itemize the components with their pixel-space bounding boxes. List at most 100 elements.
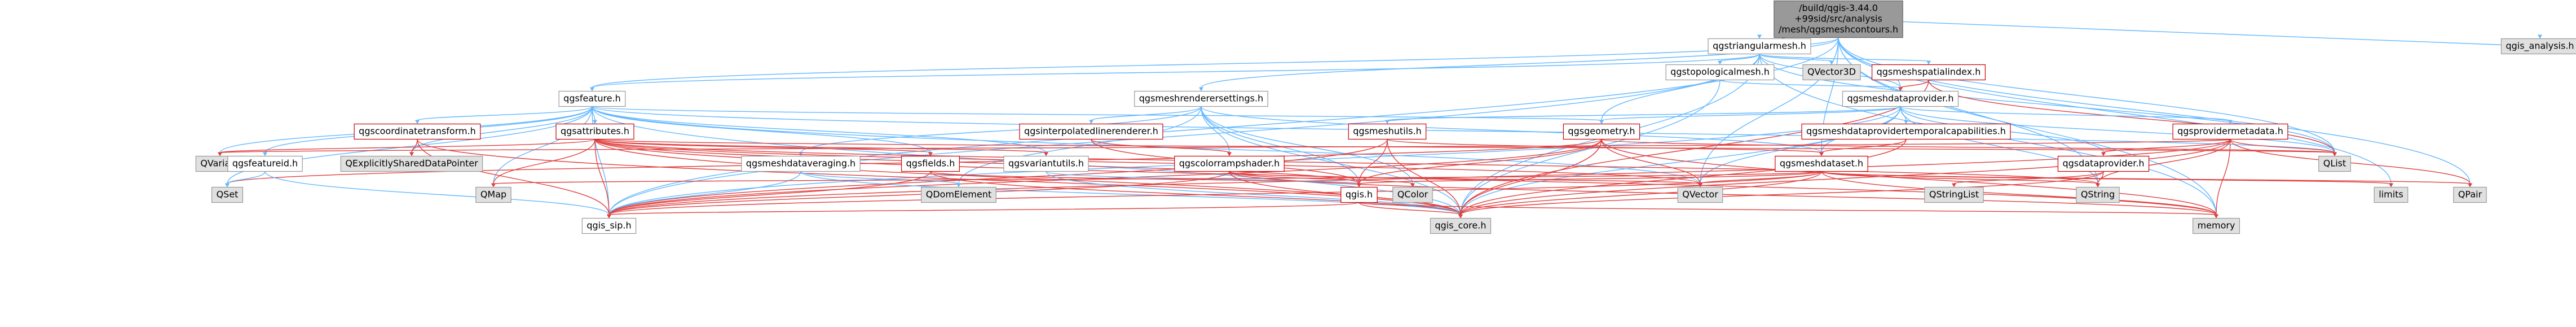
edge-qgsprovidermetadata-to-qgis_core bbox=[1460, 139, 2231, 215]
edge-qgsmeshdataset-to-qgis bbox=[1358, 171, 1822, 185]
edge-qgsmeshdataveraging-to-qgis_sip bbox=[608, 171, 801, 215]
node-qgstriangularmesh[interactable]: qgstriangularmesh.h bbox=[1708, 38, 1811, 55]
node-box bbox=[1801, 123, 2011, 140]
edge-qgsmeshrenderersettings-to-qdomelement bbox=[958, 106, 1202, 184]
edge-arrowhead bbox=[2214, 214, 2218, 219]
edge-arrowhead bbox=[607, 214, 611, 219]
node-qlist: QList bbox=[2318, 155, 2351, 172]
edge-qgsmeshdataprovider-to-qlist bbox=[1900, 106, 2335, 153]
node-box bbox=[1677, 186, 1723, 203]
node-box bbox=[340, 155, 483, 172]
node-label: QSet bbox=[217, 189, 239, 200]
edge-arrowhead bbox=[1227, 152, 1232, 156]
node-qvector3d: QVector3D bbox=[1802, 64, 1861, 81]
edge-qgstriangularmesh-to-qgis_sip bbox=[608, 54, 1760, 215]
edge-qgsattributes-to-qgsfields bbox=[594, 138, 931, 154]
edge-qgsmeshdataset-to-memory bbox=[1821, 171, 2217, 215]
edge-qgsattributes-to-qgis_sip bbox=[594, 139, 610, 215]
edge-qgsmeshdataprovider-to-qgsgeometry bbox=[1601, 106, 1901, 121]
node-box bbox=[1842, 90, 1959, 107]
node-qgsmeshdataset[interactable]: qgsmeshdataset.h bbox=[1775, 155, 1868, 172]
node-qgis_core: qgis_core.h bbox=[1430, 217, 1492, 234]
edge-arrowhead bbox=[1599, 120, 1604, 124]
edge-qgsprovidermetadata-to-qlist bbox=[2230, 138, 2335, 154]
node-label: qgsmeshspatialindex.h bbox=[1877, 67, 1981, 77]
node-qgsgeometry[interactable]: qgsgeometry.h bbox=[1563, 123, 1640, 140]
edge-qgsmeshspatialindex-to-qgsmeshdataprovider bbox=[1900, 80, 1929, 89]
edge-qgsfeature-to-qmap bbox=[493, 106, 593, 184]
edge-qgstriangularmesh-to-qgsmeshspatialindex bbox=[1759, 53, 1929, 62]
edge-arrowhead bbox=[2538, 34, 2542, 39]
edge-arrowhead bbox=[1199, 87, 1203, 91]
node-box bbox=[2057, 155, 2150, 172]
node-box bbox=[1563, 123, 1640, 140]
node-qgsmeshdataprovider[interactable]: qgsmeshdataprovider.h bbox=[1842, 90, 1959, 107]
edge-arrowhead bbox=[2389, 183, 2393, 188]
node-qgsmeshrenderersettings[interactable]: qgsmeshrenderersettings.h bbox=[1134, 90, 1268, 107]
node-qgsmeshdataprovidertemporalcapabilities[interactable]: qgsmeshdataprovidertemporalcapabilities.… bbox=[1801, 123, 2011, 140]
node-label: qgsmeshdataprovider.h bbox=[1847, 93, 1953, 104]
edge-qgsmeshdataprovider-to-qgsmeshutils bbox=[1387, 106, 1901, 121]
node-box bbox=[227, 155, 303, 172]
node-box bbox=[555, 123, 634, 140]
node-box bbox=[2500, 38, 2576, 55]
node-label: QMap bbox=[480, 189, 506, 200]
node-qgsmeshdataveraging[interactable]: qgsmeshdataveraging.h bbox=[741, 155, 861, 172]
node-qgsprovidermetadata[interactable]: qgsprovidermetadata.h bbox=[2172, 123, 2288, 140]
node-label: qgsmeshdataveraging.h bbox=[746, 158, 855, 169]
node-qgsdataprovider[interactable]: qgsdataprovider.h bbox=[2057, 155, 2150, 172]
edge-qgsmeshdataset-to-qvector bbox=[1700, 171, 1822, 185]
edge-qgsfeature-to-qgsvariantutils bbox=[592, 106, 1047, 153]
node-label: qgis.h bbox=[1346, 189, 1373, 200]
node-qgis_sip[interactable]: qgis_sip.h bbox=[581, 217, 637, 234]
node-box bbox=[741, 155, 861, 172]
edge-arrowhead bbox=[593, 120, 597, 124]
edge-qgsmeshrenderersettings-to-qgsinterpolatedlinerenderer bbox=[1091, 106, 1202, 121]
node-label: qgsmeshdataprovidertemporalcapabilities.… bbox=[1806, 126, 2006, 137]
edge-qgsattributes-to-qgsvariantutils bbox=[594, 138, 1047, 154]
node-box bbox=[1871, 64, 1986, 81]
node-qgsfields[interactable]: qgsfields.h bbox=[901, 155, 960, 172]
node-label: /mesh/qgsmeshcontours.h bbox=[1779, 24, 1898, 35]
node-qstringlist: QStringList bbox=[1924, 186, 1984, 203]
node-qgsinterpolatedlinerenderer[interactable]: qgsinterpolatedlinerenderer.h bbox=[1019, 123, 1163, 140]
edge-qgsfeature-to-qlist bbox=[592, 106, 2335, 154]
node-qgscoordinatetransform[interactable]: qgscoordinatetransform.h bbox=[354, 123, 481, 140]
node-qgsattributes[interactable]: qgsattributes.h bbox=[555, 123, 634, 140]
node-qgstopologicalmesh[interactable]: qgstopologicalmesh.h bbox=[1665, 64, 1775, 81]
edge-qgstriangularmesh-to-qvector3d bbox=[1759, 53, 1832, 62]
edge-qgsmeshrenderersettings-to-qgis bbox=[1201, 106, 1360, 184]
edge-qgsprovidermetadata-to-memory bbox=[2216, 139, 2231, 215]
node-box bbox=[1774, 0, 1903, 38]
node-box bbox=[2076, 186, 2120, 203]
node-label: QColor bbox=[1397, 189, 1428, 200]
edge-arrowhead bbox=[1089, 120, 1093, 124]
node-qgis_analysis: qgis_analysis.h bbox=[2500, 38, 2576, 55]
node-qgsmeshspatialindex[interactable]: qgsmeshspatialindex.h bbox=[1871, 64, 1986, 81]
edge-arrowhead bbox=[1898, 87, 1903, 91]
node-qgscolorrampshader[interactable]: qgscolorrampshader.h bbox=[1174, 155, 1285, 172]
edge-qgsattributes-to-qmap bbox=[493, 139, 596, 184]
node-qgsmeshutils[interactable]: qgsmeshutils.h bbox=[1348, 123, 1427, 140]
node-label: QStringList bbox=[1929, 189, 1979, 200]
edge-qgsgeometry-to-qlist bbox=[1601, 138, 2335, 154]
edge-qgsmeshdataprovidertemporalcapabilities-to-qgis_core bbox=[1460, 139, 1907, 215]
node-qgsvariantutils[interactable]: qgsvariantutils.h bbox=[1003, 155, 1089, 172]
edge-qgsattributes-to-qgis bbox=[594, 138, 1360, 185]
edge-arrowhead bbox=[2228, 120, 2233, 124]
node-box bbox=[921, 186, 996, 203]
node-qgsfeatureid[interactable]: qgsfeatureid.h bbox=[227, 155, 303, 172]
edge-arrowhead bbox=[1904, 120, 1908, 124]
node-qgsfeature[interactable]: qgsfeature.h bbox=[558, 90, 626, 107]
node-root[interactable]: /build/qgis-3.44.0+99sid/src/analysis/me… bbox=[1774, 0, 1903, 38]
node-box bbox=[1924, 186, 1984, 203]
node-label: QPair bbox=[2458, 189, 2482, 200]
node-label: qgsfeature.h bbox=[563, 93, 621, 104]
node-label: +99sid/src/analysis bbox=[1794, 14, 1882, 24]
node-label: qgsattributes.h bbox=[561, 126, 629, 137]
node-label: QExplicitlySharedDataPointer bbox=[345, 158, 478, 169]
node-label: qgsmeshrenderersettings.h bbox=[1139, 93, 1263, 104]
edge-arrowhead bbox=[2332, 152, 2337, 156]
edge-qgsprovidermetadata-to-qstring bbox=[2097, 139, 2231, 184]
node-qgis[interactable]: qgis.h bbox=[1340, 186, 1378, 203]
